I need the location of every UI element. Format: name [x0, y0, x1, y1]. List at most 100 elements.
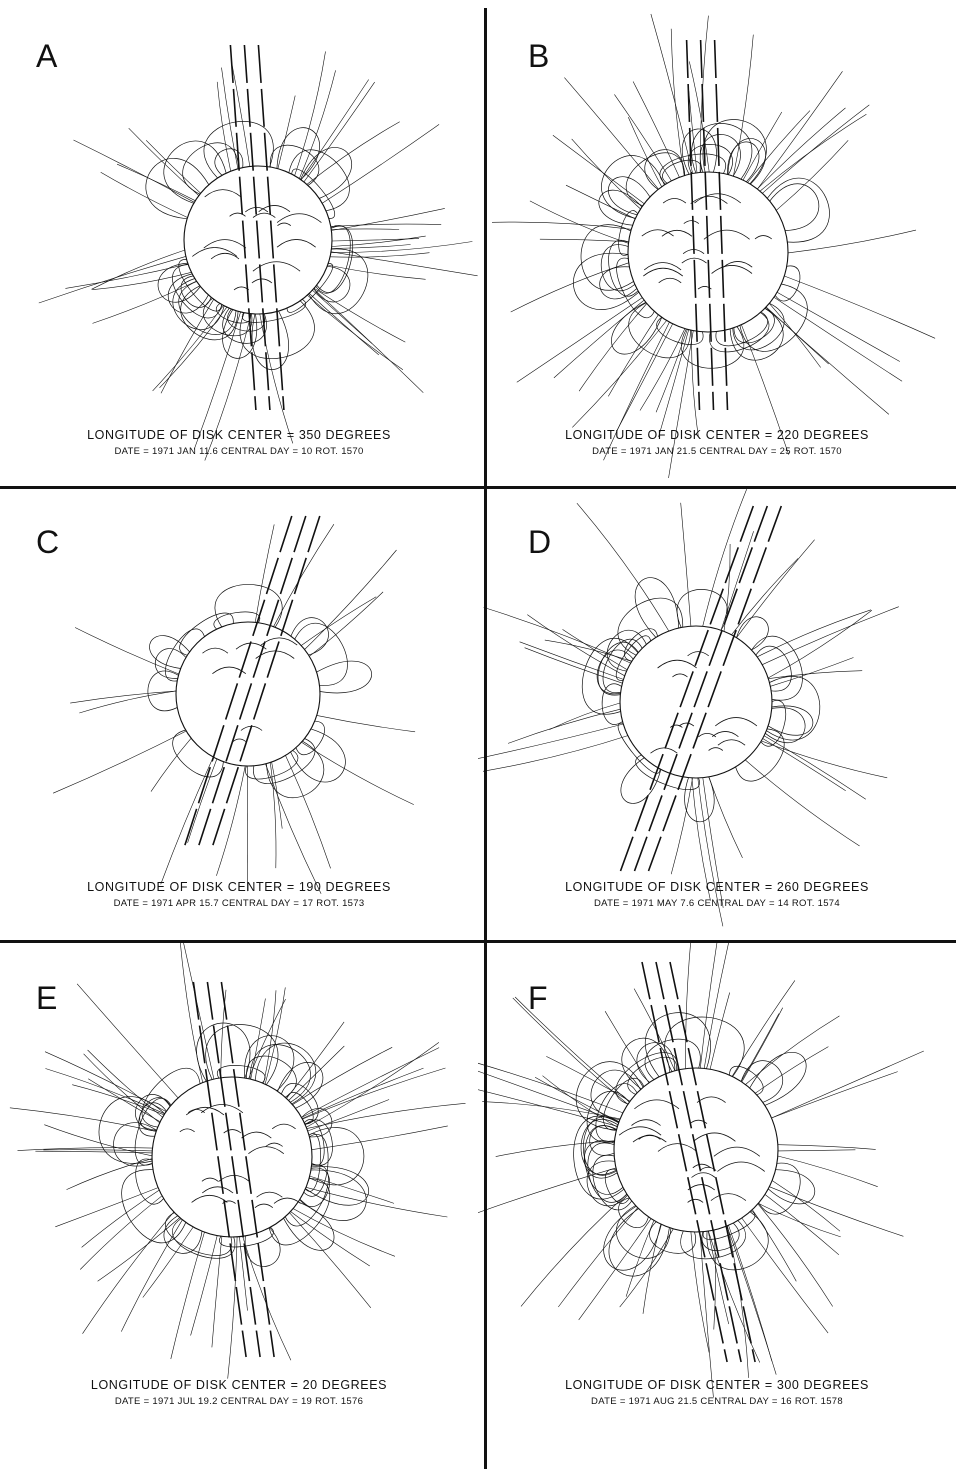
surface-loop	[691, 196, 728, 203]
surface-loop	[644, 263, 681, 270]
open-field-line	[566, 185, 635, 219]
field-lines	[10, 942, 466, 1379]
panel-caption: LONGITUDE OF DISK CENTER = 190 DEGREES D…	[0, 880, 478, 909]
open-field-line	[772, 1072, 898, 1118]
open-field-line	[700, 942, 723, 1068]
surface-loop	[248, 1147, 283, 1154]
surface-loop	[186, 1107, 224, 1115]
closed-field-loop	[602, 684, 622, 725]
closed-field-loop	[292, 169, 335, 219]
open-field-line	[83, 1212, 174, 1334]
closed-field-loop	[616, 1053, 678, 1104]
dashed-axis-line	[701, 40, 714, 410]
surface-loop	[202, 1178, 218, 1181]
open-field-line	[331, 229, 399, 230]
closed-field-loop	[768, 1170, 815, 1204]
closed-field-loop	[269, 1178, 330, 1245]
closed-field-loop	[316, 225, 350, 293]
open-field-line	[312, 290, 372, 343]
closed-field-loop	[302, 1108, 332, 1137]
open-field-line	[332, 245, 411, 249]
open-field-line	[278, 96, 295, 169]
panel-f: F LONGITUDE OF DISK CENTER = 300 DEGREES…	[478, 942, 956, 1420]
surface-loop	[205, 190, 241, 197]
open-field-line	[640, 329, 685, 411]
open-field-line	[733, 35, 753, 177]
caption-longitude: LONGITUDE OF DISK CENTER = 300 DEGREES	[478, 1378, 956, 1392]
open-field-line	[143, 1227, 193, 1298]
field-lines	[39, 51, 478, 460]
surface-loop	[192, 1195, 228, 1202]
panel-c: C LONGITUDE OF DISK CENTER = 190 DEGREES…	[0, 486, 478, 964]
open-field-line	[760, 114, 866, 191]
open-field-line	[75, 628, 179, 675]
open-field-line	[784, 276, 935, 338]
open-field-line	[55, 1188, 158, 1227]
closed-field-loop	[581, 225, 634, 291]
surface-loop	[633, 1135, 666, 1142]
dashed-axis-line	[635, 506, 768, 871]
closed-field-loop	[270, 145, 319, 185]
closed-field-loop	[146, 158, 209, 218]
panel-e: E LONGITUDE OF DISK CENTER = 20 DEGREES …	[0, 942, 478, 1420]
surface-loop	[712, 265, 752, 273]
open-field-line	[757, 610, 871, 657]
open-field-line	[295, 51, 326, 175]
closed-field-loop	[172, 265, 221, 318]
open-field-line	[535, 1077, 619, 1121]
closed-field-loop	[775, 266, 800, 301]
open-field-line	[743, 112, 782, 180]
magnetic-field-diagram	[0, 942, 478, 1420]
dashed-axis-line	[230, 45, 256, 410]
surface-loop	[274, 1198, 301, 1203]
closed-field-loop	[255, 1043, 316, 1104]
magnetic-field-diagram	[478, 0, 956, 478]
open-field-line	[302, 1068, 445, 1119]
open-field-line	[788, 230, 916, 253]
surface-loop	[684, 221, 699, 224]
caption-date: DATE = 1971 APR 15.7 CENTRAL DAY = 17 RO…	[0, 898, 478, 909]
open-field-line	[74, 140, 195, 202]
surface-loop	[261, 638, 297, 645]
open-field-line	[755, 1047, 828, 1094]
open-field-line	[10, 1108, 156, 1132]
open-field-line	[221, 990, 226, 1078]
open-field-line	[656, 329, 687, 412]
surface-loop	[662, 230, 692, 236]
open-field-line	[577, 503, 669, 631]
surface-loop	[277, 214, 321, 223]
surface-loop	[704, 230, 750, 239]
open-field-line	[492, 222, 631, 229]
open-field-line	[161, 299, 214, 393]
open-field-line	[741, 1014, 779, 1082]
open-field-line	[80, 1196, 162, 1270]
surface-loop	[643, 268, 683, 276]
closed-field-loop	[593, 1155, 632, 1210]
panel-caption: LONGITUDE OF DISK CENTER = 220 DEGREES D…	[478, 428, 956, 457]
surface-loop	[259, 205, 290, 211]
open-field-line	[307, 295, 403, 370]
open-field-line	[770, 658, 853, 687]
panel-letter: E	[36, 980, 57, 1017]
open-field-line	[255, 524, 274, 622]
open-field-line	[171, 1232, 205, 1359]
surface-loop	[180, 1129, 195, 1132]
surface-loop	[715, 718, 757, 726]
surface-loop	[698, 733, 716, 737]
open-field-line	[685, 942, 693, 1069]
open-field-line	[777, 292, 900, 361]
open-field-line	[651, 14, 693, 174]
closed-field-loop	[228, 309, 265, 331]
surface-loop	[642, 230, 674, 236]
open-field-line	[681, 503, 691, 626]
surface-loop	[755, 236, 772, 239]
closed-field-loop	[277, 128, 320, 180]
open-field-line	[521, 1194, 627, 1306]
open-field-line	[714, 1230, 716, 1330]
open-field-line	[322, 124, 439, 203]
magnetic-field-diagram	[478, 942, 956, 1420]
open-field-line	[689, 61, 709, 172]
open-field-line	[708, 1231, 729, 1324]
panel-d: D LONGITUDE OF DISK CENTER = 260 DEGREES…	[478, 486, 956, 964]
surface-loop	[651, 748, 678, 753]
